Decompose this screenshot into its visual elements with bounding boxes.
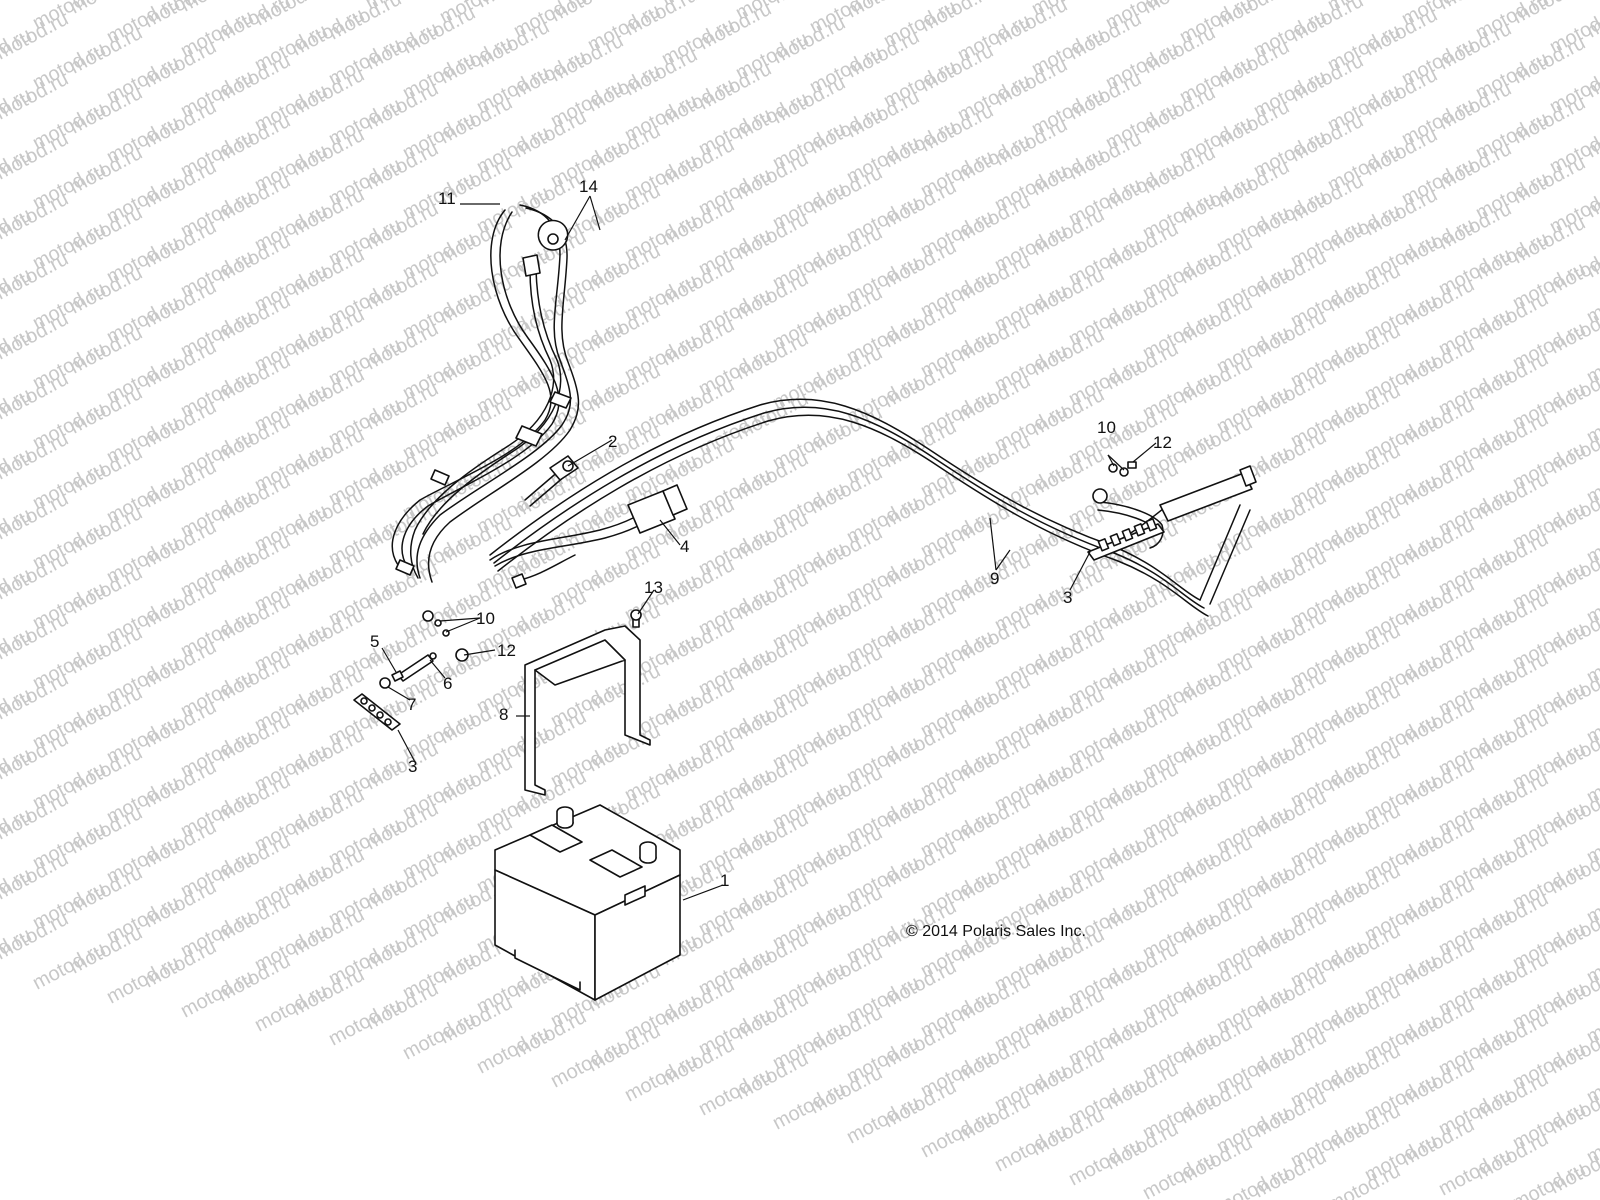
callout-6: 6 (443, 674, 452, 693)
callout-7: 7 (407, 695, 416, 714)
callout-1: 1 (720, 871, 729, 890)
copyright-text: © 2014 Polaris Sales Inc. (906, 923, 1086, 940)
callout-12-right: 12 (1153, 433, 1172, 452)
hardware-left (379, 610, 469, 689)
callout-9: 9 (990, 569, 999, 588)
cable-2 (524, 455, 579, 507)
callout-10-left: 10 (476, 609, 495, 628)
callout-3-left: 3 (408, 757, 417, 776)
callout-12-left: 12 (497, 641, 516, 660)
leader-lines (381, 195, 1157, 901)
cable-9 (489, 398, 1257, 617)
cable-4 (489, 484, 688, 589)
callout-14: 14 (579, 177, 598, 196)
callout-10-right: 10 (1097, 418, 1116, 437)
callout-13: 13 (644, 578, 663, 597)
watermark-text: motod.ru (1509, 1158, 1589, 1200)
callout-2: 2 (608, 432, 617, 451)
callouts: 11 14 2 4 13 10 12 5 6 7 3 8 1 9 3 10 12 (370, 177, 1172, 890)
bracket-8 (524, 609, 651, 796)
callout-5: 5 (370, 632, 379, 651)
battery-1 (494, 804, 681, 1001)
callout-4: 4 (680, 537, 689, 556)
terminal-block-3-right (1087, 518, 1165, 561)
terminal-block-3-left (353, 693, 401, 731)
callout-11: 11 (438, 189, 456, 208)
callout-8: 8 (499, 705, 508, 724)
cable-harness-11 (391, 204, 580, 583)
callout-3-right: 3 (1063, 588, 1072, 607)
